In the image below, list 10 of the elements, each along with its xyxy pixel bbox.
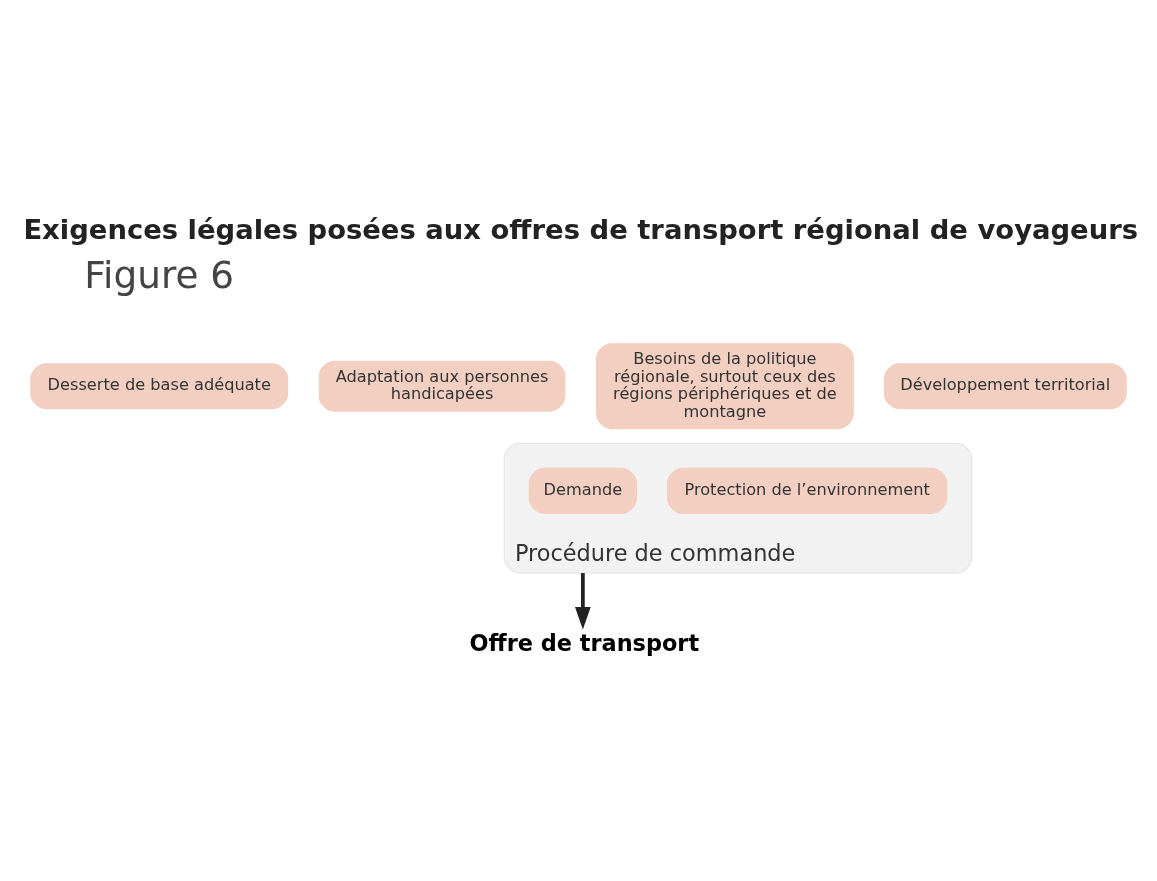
label: Figure 6 [84, 252, 235, 297]
node-text: Offre de transport [469, 629, 700, 656]
node-box: Adaptation aux personnes handicapées [318, 360, 566, 412]
diagram-title: Exigences légales posées aux offres de transport régional de voyageurs [23, 213, 1139, 245]
node-box: Protection de l’environnement [666, 467, 948, 514]
arrow [575, 572, 591, 629]
node-box: Développement territorial [883, 362, 1127, 409]
node-box: Besoins de la politique régionale, surtout ceux des régions périphériques et de montagne [595, 342, 854, 429]
node-box: Desserte de base adéquate [30, 362, 289, 409]
node-box: Demande [528, 467, 638, 514]
